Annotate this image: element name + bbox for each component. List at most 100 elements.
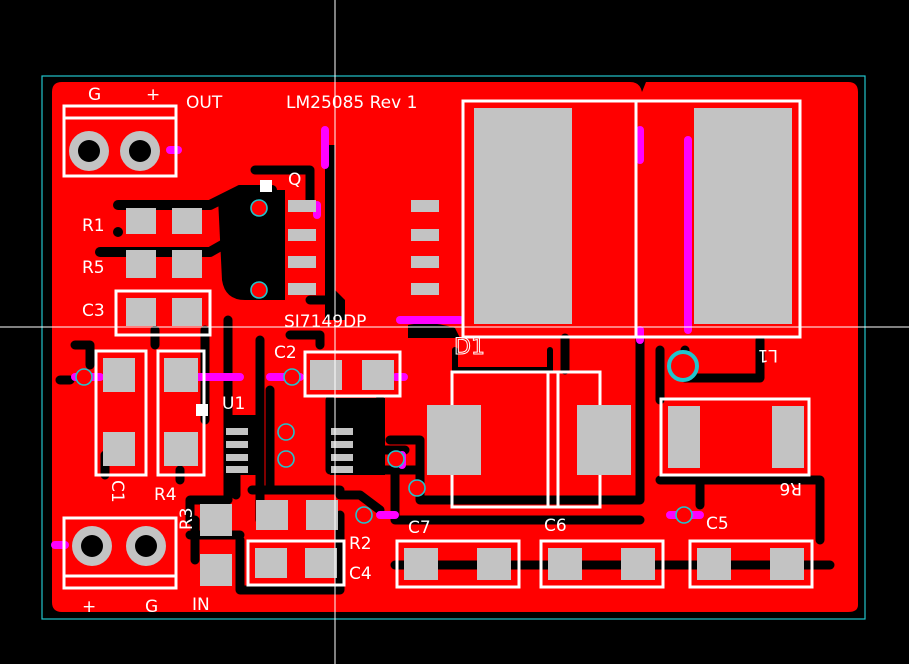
c4-pad-2[interactable] [305, 548, 337, 578]
c5-pad-2[interactable] [770, 548, 804, 580]
r1-label: R1 [82, 216, 105, 236]
r6-outline [659, 397, 811, 477]
d1-l1-outline [461, 99, 802, 339]
q-pad-2[interactable] [288, 229, 316, 241]
in-terminal-outline [62, 516, 178, 590]
r3-label: R3 [177, 507, 197, 530]
r3-pad[interactable] [200, 504, 232, 536]
c6-label: C6 [544, 516, 567, 536]
via[interactable] [277, 450, 295, 468]
r4-pad-2[interactable] [164, 432, 198, 466]
in-terminal-hole-plus [81, 535, 103, 557]
c1-outline [94, 349, 148, 477]
c5-label: C5 [706, 514, 729, 534]
c5-pad-1[interactable] [697, 548, 731, 580]
u1-pad-7[interactable] [331, 454, 353, 461]
c6-pad-1[interactable] [548, 548, 582, 580]
out-terminal-outline [62, 104, 178, 178]
c3-pad-2[interactable] [172, 298, 202, 326]
via[interactable] [283, 368, 301, 386]
r1-pad-1[interactable] [126, 208, 156, 234]
c7-pad-2[interactable] [477, 548, 511, 580]
out-ground-label: G [88, 85, 101, 105]
c6-pad-2[interactable] [621, 548, 655, 580]
r2-pad-1[interactable] [256, 500, 288, 530]
via[interactable] [277, 423, 295, 441]
u1-pad-8[interactable] [331, 466, 353, 473]
l1-label: L1 [758, 345, 778, 365]
board-title: LM25085 Rev 1 [286, 93, 417, 113]
r5-pad-1[interactable] [126, 250, 156, 278]
diode-pad-2[interactable] [577, 405, 631, 475]
u1-pad-3[interactable] [226, 454, 248, 461]
c2-label: C2 [274, 343, 297, 363]
r6-pad-1[interactable] [668, 406, 700, 468]
u1-pin1-marker [196, 404, 208, 416]
u1-pad-4[interactable] [226, 466, 248, 473]
via[interactable] [675, 506, 693, 524]
via[interactable] [355, 506, 373, 524]
q-label: Q [288, 170, 301, 190]
c7-outline [395, 539, 521, 589]
r2-pad-2[interactable] [306, 500, 338, 530]
c1-pad-2[interactable] [103, 432, 135, 466]
out-terminal-hole-ground [78, 140, 100, 162]
u1-pad-1[interactable] [226, 428, 248, 435]
r6-label: R6 [779, 478, 802, 498]
c4-label: C4 [349, 564, 372, 584]
c1-label: C1 [107, 480, 127, 503]
u1-label: U1 [222, 394, 245, 414]
c3-outline [114, 289, 212, 337]
q-pad-8[interactable] [411, 283, 439, 295]
via[interactable] [75, 368, 93, 386]
in-test-pad[interactable] [200, 554, 232, 586]
q-pad-4[interactable] [288, 283, 316, 295]
c2-pad-2[interactable] [362, 360, 394, 390]
d1-label: D1 [454, 335, 485, 360]
u1-pad-2[interactable] [226, 441, 248, 448]
via[interactable] [408, 479, 426, 497]
u1-pad-6[interactable] [331, 441, 353, 448]
r5-pad-2[interactable] [172, 250, 202, 278]
q-pad-3[interactable] [288, 256, 316, 268]
out-terminal-hole-plus [129, 140, 151, 162]
via[interactable] [250, 281, 268, 299]
c5-outline [688, 539, 814, 589]
silkscreen-labels: G + OUT LM25085 Rev 1 Q R1 R5 C3 SI7149D… [82, 85, 802, 617]
c2-outline [303, 350, 402, 398]
q-pad-7[interactable] [411, 256, 439, 268]
r2-label: R2 [349, 534, 372, 554]
diode-pad-1[interactable] [427, 405, 481, 475]
q-pad-5[interactable] [411, 200, 439, 212]
r6-pad-2[interactable] [772, 406, 804, 468]
in-terminal-hole-ground [135, 535, 157, 557]
in-ground-label: G [145, 597, 158, 617]
r4-pad-1[interactable] [164, 358, 198, 392]
c4-pad-1[interactable] [255, 548, 287, 578]
c4-outline [246, 539, 346, 587]
c3-pad-1[interactable] [126, 298, 156, 326]
c1-pad-1[interactable] [103, 358, 135, 392]
out-plus-label: + [146, 85, 160, 105]
r1-pad-2[interactable] [172, 208, 202, 234]
c2-pad-1[interactable] [310, 360, 342, 390]
si7149dp-label: SI7149DP [284, 312, 366, 332]
via[interactable] [250, 199, 268, 217]
d1-pad-large[interactable] [474, 108, 572, 324]
r5-label: R5 [82, 258, 105, 278]
vias [75, 199, 693, 524]
in-label: IN [192, 595, 210, 615]
r4-label: R4 [154, 485, 177, 505]
c3-label: C3 [82, 301, 105, 321]
via[interactable] [387, 450, 405, 468]
u1-pad-5[interactable] [331, 428, 353, 435]
q-pad-1[interactable] [288, 200, 316, 212]
c6-outline [539, 539, 665, 589]
c7-pad-1[interactable] [404, 548, 438, 580]
gap-region [330, 398, 385, 475]
l1-pad-large[interactable] [694, 108, 792, 324]
large-via-hole [676, 359, 690, 373]
q-pin1-marker [260, 180, 272, 192]
q-pad-6[interactable] [411, 229, 439, 241]
